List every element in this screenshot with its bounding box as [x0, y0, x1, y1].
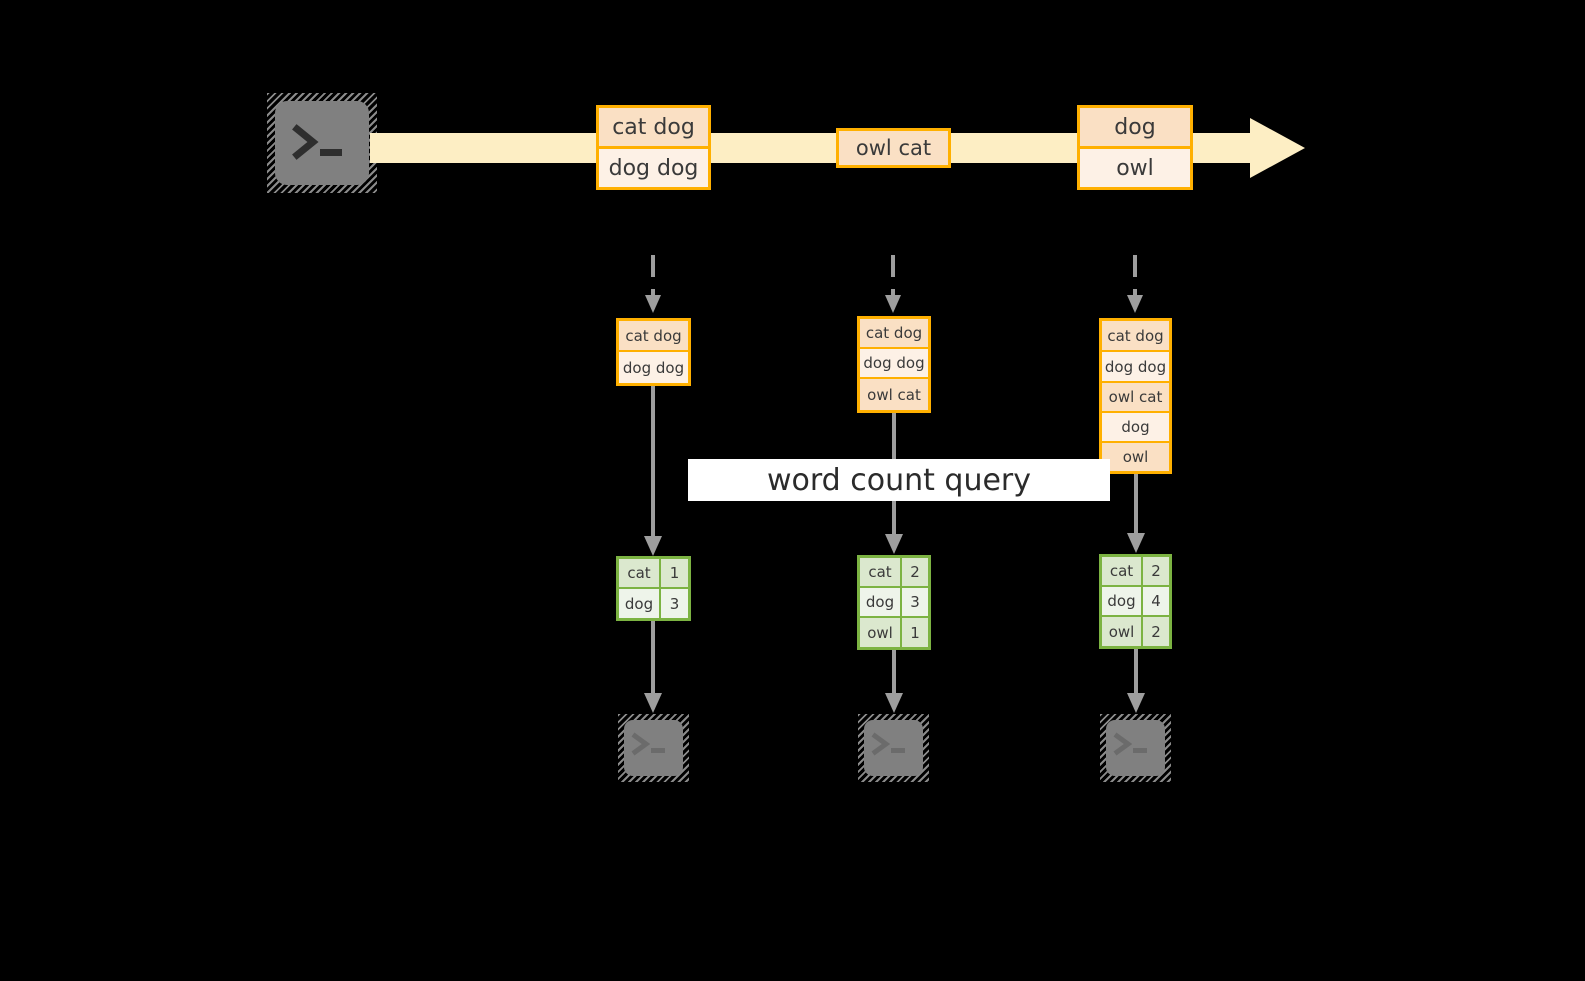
state-row: cat dog [860, 319, 928, 349]
state-row-text: owl [1122, 448, 1149, 466]
count-value: 1 [910, 623, 920, 642]
table-row: cat 2 [860, 558, 928, 588]
table-cell-count: 1 [902, 618, 928, 647]
state-row: owl cat [860, 379, 928, 410]
state-row-text: dog dog [1104, 357, 1167, 376]
query-arrow-3 [1124, 474, 1148, 555]
event-text: owl [1116, 155, 1154, 181]
dashed-drop-arrow-2 [881, 255, 905, 317]
state-row: cat dog [619, 321, 688, 352]
query-label: word count query [688, 459, 1110, 501]
event-text: cat dog [612, 114, 695, 140]
word-value: dog [1107, 592, 1136, 610]
table-cell-word: dog [860, 588, 902, 616]
dashed-drop-arrow-1 [641, 255, 665, 317]
word-value: cat [1109, 562, 1134, 580]
count-value: 3 [669, 594, 680, 613]
word-value: owl [1108, 622, 1135, 641]
stream-event-1-line-1: cat dog [596, 105, 711, 149]
terminal-screen [275, 101, 369, 185]
table-cell-word: cat [860, 558, 902, 586]
table-cell-count: 3 [902, 588, 928, 616]
word-value: cat [627, 564, 651, 582]
table-cell-word: owl [860, 618, 902, 647]
count-value: 1 [669, 564, 680, 582]
state-row-text: cat dog [625, 326, 682, 345]
state-row-text: dog dog [863, 354, 925, 372]
count-value: 3 [910, 593, 920, 611]
count-value: 4 [1151, 592, 1161, 610]
table-row: dog 4 [1102, 587, 1169, 617]
table-row: owl 1 [860, 618, 928, 647]
count-value: 2 [1151, 622, 1161, 641]
terminal-prompt-glyph [267, 93, 377, 193]
state-row-text: cat dog [865, 324, 923, 342]
word-value: cat [868, 563, 892, 581]
table-cell-count: 4 [1143, 587, 1169, 615]
state-row: owl cat [1102, 383, 1169, 413]
state-stack-2: cat dog dog dog owl cat [857, 316, 931, 413]
state-row-text: owl cat [1108, 388, 1163, 406]
state-row: dog [1102, 413, 1169, 443]
state-stack-3: cat dog dog dog owl cat dog owl [1099, 318, 1172, 474]
state-row-text: cat dog [1107, 326, 1164, 345]
sink-terminal-icon-3 [1100, 714, 1171, 782]
state-row-text: owl cat [867, 385, 921, 404]
word-value: dog [865, 593, 895, 611]
query-label-text: word count query [766, 462, 1032, 498]
sink-arrow-2 [882, 650, 906, 715]
result-table-2: cat 2 dog 3 owl 1 [857, 555, 931, 650]
table-cell-word: dog [619, 589, 661, 618]
word-value: owl [867, 623, 893, 642]
table-row: dog 3 [619, 589, 688, 618]
result-table-3: cat 2 dog 4 owl 2 [1099, 554, 1172, 649]
sink-terminal-icon-2 [858, 714, 929, 782]
sink-terminal-icon-1 [618, 714, 689, 782]
state-row: dog dog [1102, 352, 1169, 383]
state-row: dog dog [619, 352, 688, 383]
table-cell-count: 2 [1143, 557, 1169, 585]
table-cell-word: dog [1102, 587, 1143, 615]
state-row-text: dog dog [622, 358, 685, 377]
sink-arrow-1 [641, 621, 665, 715]
table-cell-count: 1 [661, 559, 688, 587]
stream-event-3-line-1: dog [1077, 105, 1193, 149]
source-terminal-icon [267, 93, 377, 193]
word-value: dog [624, 594, 654, 613]
query-arrow-1 [641, 386, 665, 558]
count-value: 2 [910, 563, 920, 581]
state-row: cat dog [1102, 321, 1169, 352]
dashed-drop-arrow-3 [1123, 255, 1147, 317]
count-value: 2 [1151, 562, 1161, 580]
table-cell-word: owl [1102, 617, 1143, 646]
table-cell-word: cat [619, 559, 661, 587]
state-row-text: dog [1121, 418, 1150, 436]
event-text: dog [1114, 114, 1156, 140]
stream-event-2-line-1: owl cat [836, 128, 951, 168]
event-text: owl cat [855, 136, 932, 160]
event-text: dog dog [608, 155, 699, 181]
table-cell-count: 3 [661, 589, 688, 618]
state-row: owl [1102, 443, 1169, 471]
terminal-prompt-glyph [1100, 714, 1171, 782]
table-cell-count: 2 [1143, 617, 1169, 646]
table-row: cat 2 [1102, 557, 1169, 587]
stream-event-3-line-2: owl [1077, 146, 1193, 190]
table-cell-count: 2 [902, 558, 928, 586]
state-row: dog dog [860, 349, 928, 379]
table-cell-word: cat [1102, 557, 1143, 585]
terminal-prompt-glyph [618, 714, 689, 782]
table-row: owl 2 [1102, 617, 1169, 646]
state-stack-1: cat dog dog dog [616, 318, 691, 386]
table-row: dog 3 [860, 588, 928, 618]
table-row: cat 1 [619, 559, 688, 589]
stream-event-1-line-2: dog dog [596, 146, 711, 190]
terminal-prompt-glyph [858, 714, 929, 782]
result-table-1: cat 1 dog 3 [616, 556, 691, 621]
sink-arrow-3 [1124, 649, 1148, 715]
